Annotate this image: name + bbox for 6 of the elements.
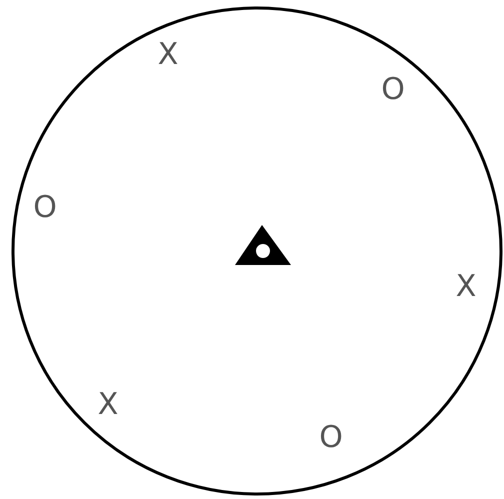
- map-marker-label: X: [158, 40, 178, 70]
- map-marker-label: O: [33, 193, 57, 223]
- map-marker-label: O: [319, 423, 343, 453]
- map-marker-label: O: [381, 75, 405, 105]
- map-marker-label: X: [98, 390, 118, 420]
- map-marker-label: X: [456, 272, 476, 302]
